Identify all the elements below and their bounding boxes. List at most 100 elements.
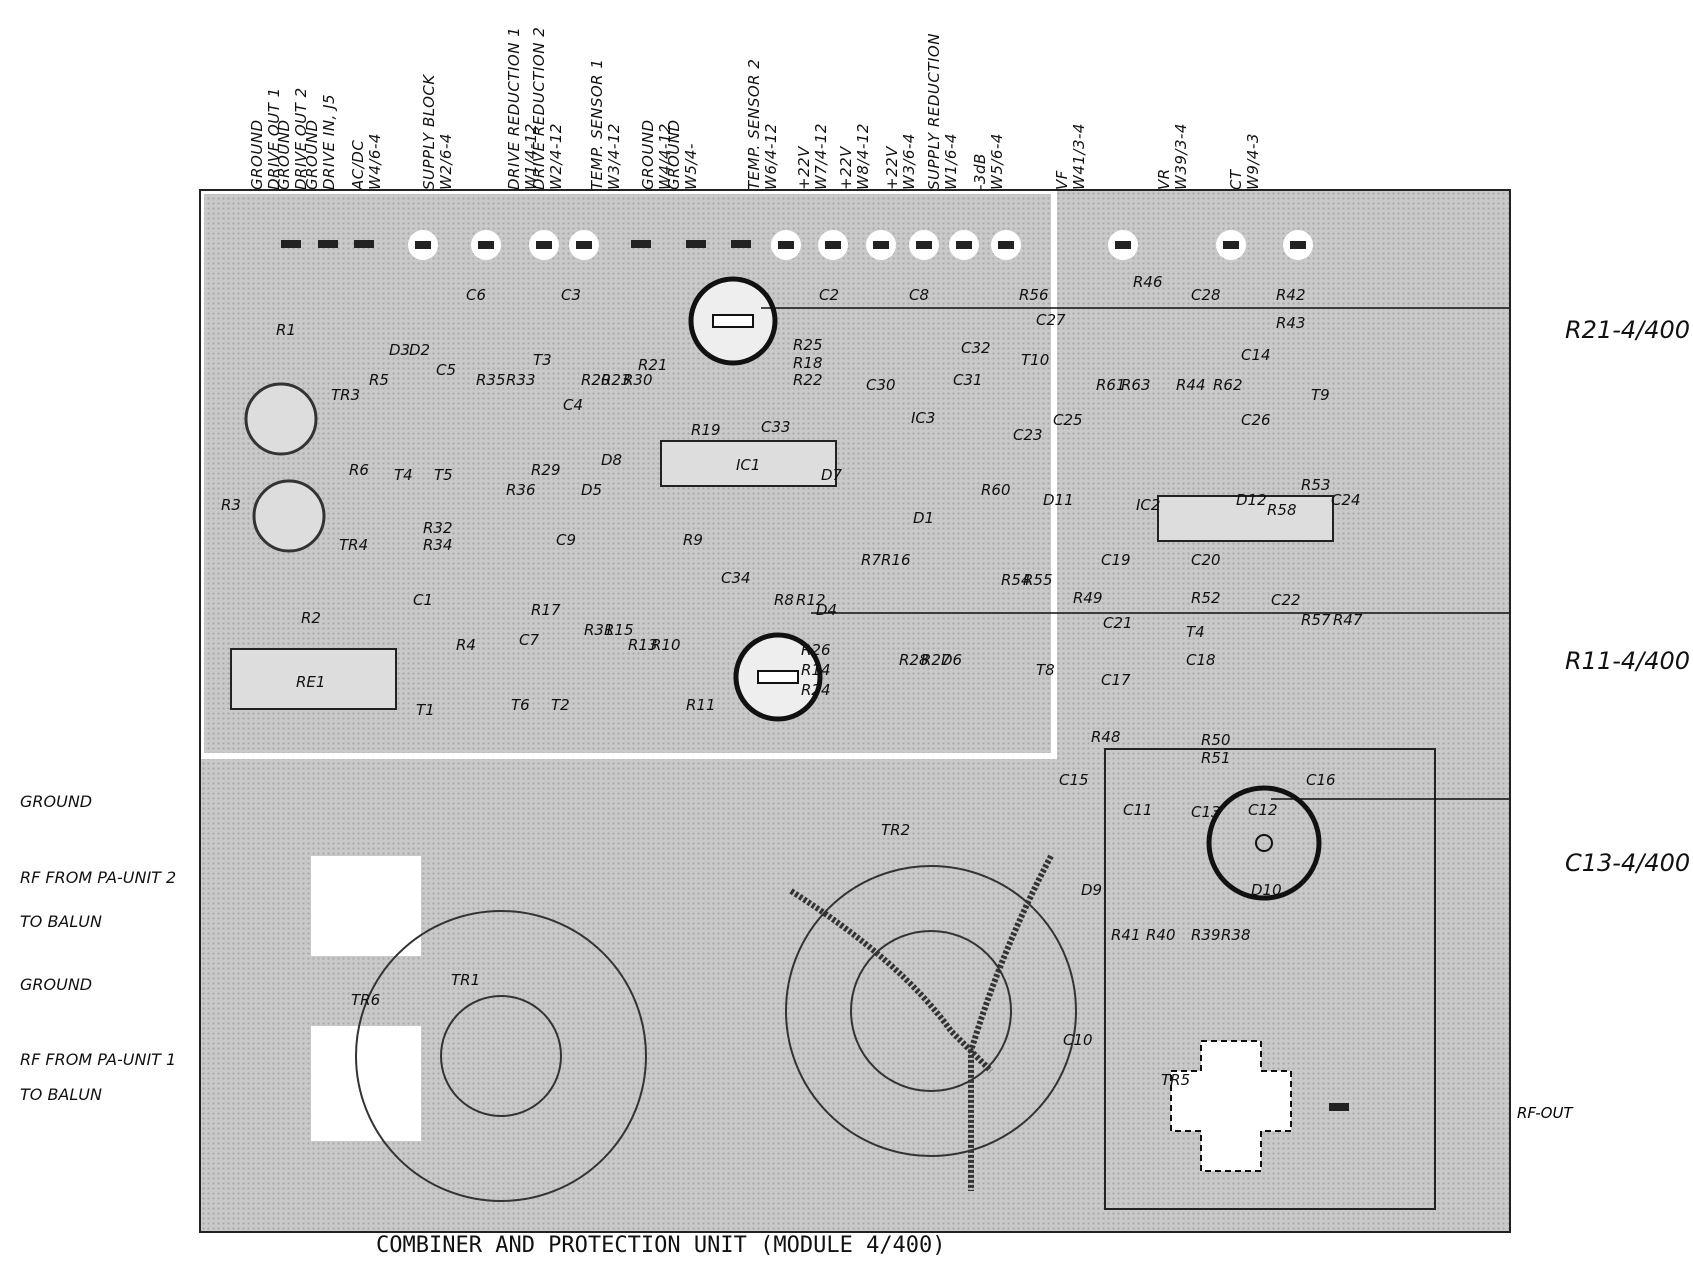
callout-c13: C13-4/400 (1565, 849, 1691, 877)
component-r8: R8 (774, 591, 794, 609)
component-r34: R34 (423, 536, 453, 554)
component-r62: R62 (1213, 376, 1243, 394)
connector-label-text: DRIVE REDUCTION 2 W2/4-12 (530, 26, 565, 190)
component-c6: C6 (466, 286, 487, 304)
component-r5: R5 (369, 371, 389, 389)
pad-ground-3 (354, 240, 374, 248)
rf-out-label: RF-OUT (1517, 1104, 1573, 1122)
component-r57: R57 (1301, 611, 1331, 629)
component-r42: R42 (1276, 286, 1306, 304)
component-d5: D5 (581, 481, 603, 499)
component-t10: T10 (1021, 351, 1050, 369)
pcb-artwork (201, 191, 1509, 1210)
component-r36: R36 (506, 481, 536, 499)
component-r26: R26 (801, 641, 831, 659)
connector-label-text: TEMP. SENSOR 1 W3/4-12 (588, 58, 623, 190)
component-re1: RE1 (296, 673, 326, 691)
component-t9: T9 (1311, 386, 1330, 404)
component-r60: R60 (981, 481, 1011, 499)
component-tr3: TR3 (331, 386, 361, 404)
left-label-rf-pa2: RF FROM PA-UNIT 2 (20, 868, 177, 887)
component-c32: C32 (961, 339, 991, 357)
component-d8: D8 (601, 451, 623, 469)
component-r4: R4 (456, 636, 476, 654)
connector-label-15: -3dB W5/6-4 (971, 0, 1056, 190)
component-r3: R3 (221, 496, 241, 514)
connector-label-text: TEMP. SENSOR 2 W6/4-12 (745, 58, 780, 190)
component-t5: T5 (434, 466, 453, 484)
component-r11: R11 (686, 696, 716, 714)
component-r17: R17 (531, 601, 561, 619)
component-r21: R21 (638, 356, 668, 374)
pad-ground-2 (318, 240, 338, 248)
component-c33: C33 (761, 418, 791, 436)
component-tr6: TR6 (351, 991, 381, 1009)
component-r12: R12 (796, 591, 826, 609)
pad-vr (1216, 230, 1246, 260)
connector-label-text: SUPPLY REDUCTION W1/6-4 (925, 33, 960, 190)
component-r39: R39 (1191, 926, 1221, 944)
component-d11: D11 (1043, 491, 1074, 509)
component-c31: C31 (953, 371, 983, 389)
ic2-package (1157, 495, 1334, 542)
component-c26: C26 (1241, 411, 1271, 429)
component-r7: R7 (861, 551, 881, 569)
connector-label-text: SUPPLY BLOCK W2/6-4 (420, 74, 455, 190)
tr2-toroid (785, 865, 1077, 1157)
component-c23: C23 (1013, 426, 1043, 444)
component-c3: C3 (561, 286, 582, 304)
connector-label-18: CT W9/4-3 (1227, 0, 1312, 190)
component-c18: C18 (1186, 651, 1216, 669)
component-c14: C14 (1241, 346, 1271, 364)
component-c2: C2 (819, 286, 840, 304)
component-d2: D2 (409, 341, 431, 359)
component-t2: T2 (551, 696, 570, 714)
component-r23: R23 (601, 371, 631, 389)
component-t8: T8 (1036, 661, 1055, 679)
component-d3: D3 (389, 341, 411, 359)
callout-r11: R11-4/400 (1565, 647, 1691, 675)
component-t6: T6 (511, 696, 530, 714)
connector-label-text: GROUND W5/4- (665, 119, 700, 190)
component-c17: C17 (1101, 671, 1131, 689)
component-r28: R28 (899, 651, 929, 669)
pad-ct (1283, 230, 1313, 260)
component-t4: T4 (1186, 623, 1205, 641)
tr5-outline (1170, 1040, 1292, 1172)
left-label-ground-1: GROUND (20, 792, 93, 811)
component-r15: R15 (604, 621, 634, 639)
component-r2: R2 (301, 609, 321, 627)
connector-label-text: VR W39/3-4 (1155, 123, 1190, 190)
component-d6: D6 (941, 651, 963, 669)
diagram-caption: COMBINER AND PROTECTION UNIT (MODULE 4/4… (376, 1233, 946, 1258)
component-t1: T1 (416, 701, 435, 719)
left-label-to-balun-1: TO BALUN (20, 912, 102, 931)
left-label-rf-pa1: RF FROM PA-UNIT 1 (20, 1050, 177, 1069)
ic1-package (660, 440, 837, 487)
component-r25: R25 (793, 336, 823, 354)
pad-supply-block (471, 230, 501, 260)
re1-package (230, 648, 397, 710)
component-r56: R56 (1019, 286, 1049, 304)
component-c15: C15 (1059, 771, 1089, 789)
component-r22: R22 (793, 371, 823, 389)
component-c24: C24 (1331, 491, 1361, 509)
component-r6: R6 (349, 461, 369, 479)
component-c5: C5 (436, 361, 457, 379)
component-r55: R55 (1023, 571, 1053, 589)
component-r38: R38 (1221, 926, 1251, 944)
pad-drive-red-2 (569, 230, 599, 260)
component-r52: R52 (1191, 589, 1221, 607)
connector-label-9: GROUND W5/4- (665, 0, 750, 190)
component-d9: D9 (1081, 881, 1103, 899)
component-r18: R18 (793, 354, 823, 372)
component-r1: R1 (276, 321, 296, 339)
component-c19: C19 (1101, 551, 1131, 569)
left-label-to-balun-2: TO BALUN (20, 1085, 102, 1104)
component-d10: D10 (1251, 881, 1282, 899)
connector-label-text: +22V W8/4-12 (837, 123, 872, 190)
component-t4: T4 (394, 466, 413, 484)
component-c4: C4 (563, 396, 584, 414)
connector-label-text: VF W41/3-4 (1053, 123, 1088, 190)
pad-rf-out (1329, 1103, 1349, 1111)
